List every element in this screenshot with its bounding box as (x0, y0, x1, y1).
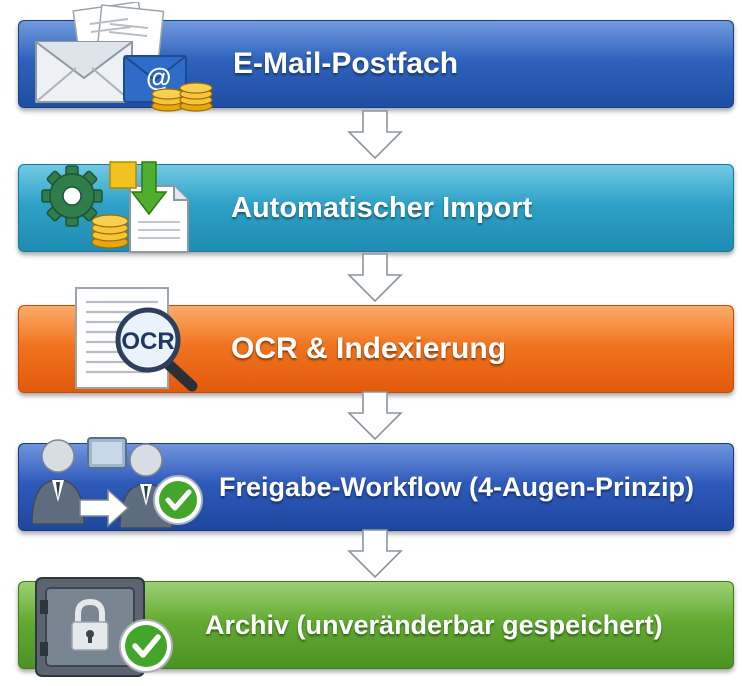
users-approval-icon (31, 437, 203, 529)
svg-text:@: @ (146, 62, 171, 92)
step-label: E-Mail-Postfach (233, 47, 459, 80)
step-label: OCR & Indexierung (231, 332, 507, 365)
down-arrow-icon (347, 110, 403, 160)
step-label: Freigabe-Workflow (4-Augen-Prinzip) (219, 471, 695, 502)
down-arrow-icon (347, 529, 403, 579)
ocr-text: OCR (121, 328, 174, 355)
step-label: Automatischer Import (231, 191, 533, 224)
down-arrow-icon (347, 253, 403, 303)
gear-import-icon (41, 161, 189, 253)
step-label: Archiv (unveränderbar gespeichert) (205, 609, 663, 640)
ocr-magnifier-icon: OCR (75, 287, 198, 392)
envelope-coins-icon: @ (35, 2, 213, 112)
down-arrow-icon (347, 391, 403, 441)
safe-check-icon (35, 577, 173, 677)
